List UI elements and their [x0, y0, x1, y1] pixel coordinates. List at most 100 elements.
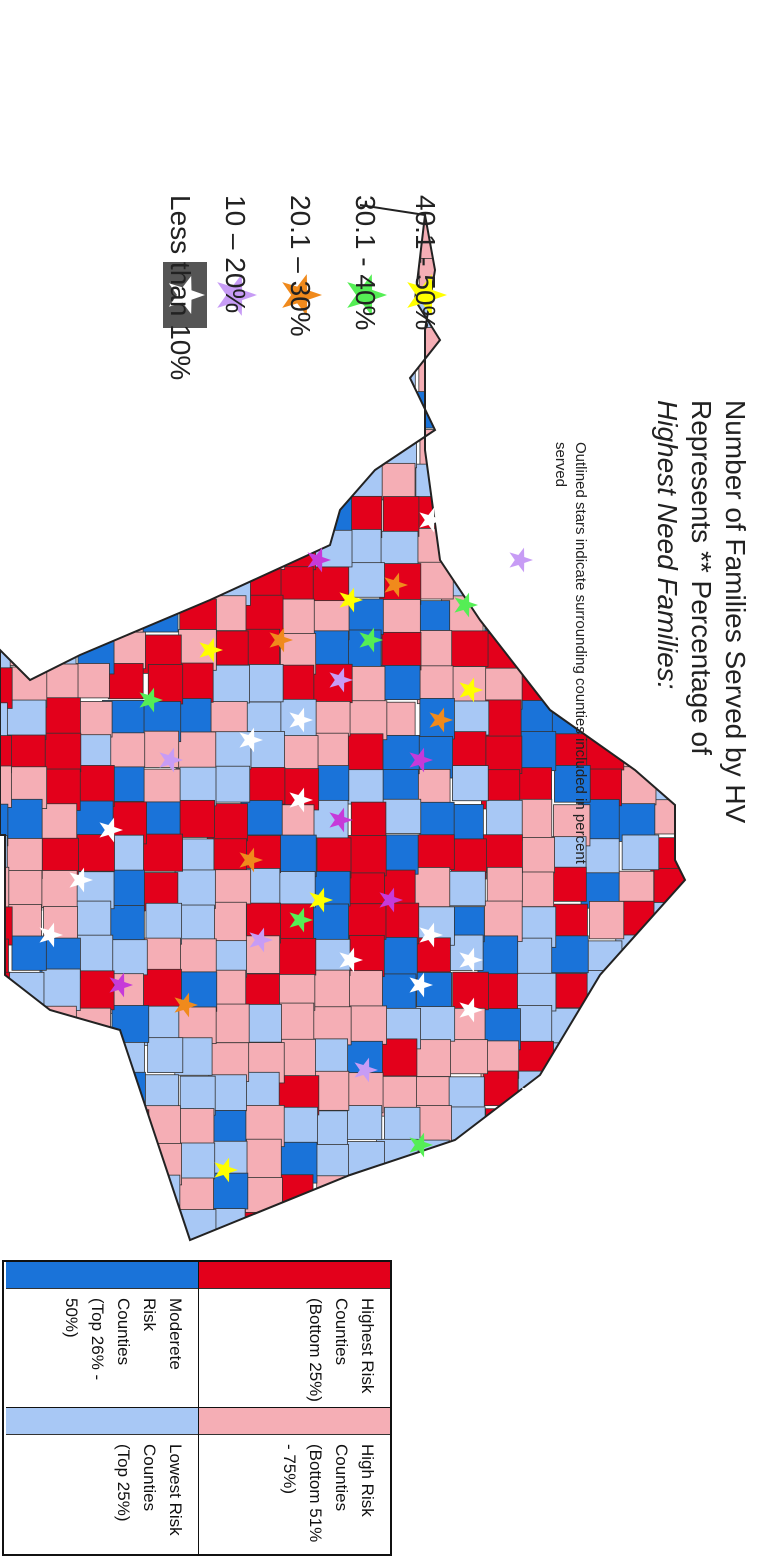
county-cell [417, 834, 455, 870]
county-cell [346, 903, 387, 940]
county-cell [0, 294, 13, 337]
county-cell [0, 595, 12, 633]
county-cell [143, 768, 181, 806]
swatch-moderate [6, 1262, 198, 1289]
county-cell [481, 425, 518, 466]
county-cell [310, 701, 351, 737]
county-cell [143, 1105, 181, 1148]
county-cell [380, 798, 422, 834]
county-cell [45, 1208, 82, 1240]
county-cell [40, 322, 79, 362]
county-cell [36, 870, 78, 909]
county-cell [648, 1004, 685, 1045]
county-cell [78, 595, 115, 637]
county-cell [483, 900, 523, 942]
county-cell [551, 1108, 588, 1149]
county-cell [239, 462, 280, 498]
county-cell [446, 326, 487, 367]
county-cell [481, 1143, 520, 1187]
county-cell [245, 362, 285, 401]
county-cell [0, 1004, 9, 1043]
county-cell [207, 394, 249, 430]
county-cell [172, 460, 212, 501]
county-cell [451, 1241, 487, 1279]
county-cell [6, 426, 42, 468]
county-cell [309, 1209, 353, 1240]
county-cell [105, 358, 148, 395]
county-cell [41, 497, 80, 536]
county-cell [0, 735, 13, 774]
county-cell [3, 1208, 42, 1240]
county-cell [112, 223, 148, 262]
county-cell [246, 1138, 282, 1181]
county-cell [109, 564, 149, 601]
county-cell [343, 970, 383, 1009]
county-cell [481, 1173, 520, 1216]
county-cell [279, 424, 319, 463]
county-cell [584, 1042, 621, 1079]
county-cell [313, 391, 353, 429]
county-cell [448, 1106, 486, 1145]
county-cell [483, 291, 522, 327]
county-cell [74, 291, 116, 328]
county-cell [6, 259, 48, 296]
county-cell [649, 205, 685, 228]
county-cell [583, 1003, 624, 1042]
county-cell [75, 564, 113, 607]
county-cell [657, 938, 685, 976]
county-cell [76, 701, 113, 738]
risk-legend-highest: Highest Risk Counties (Bottom 25%) [198, 1262, 390, 1408]
county-cell [76, 1040, 112, 1081]
county-cell [311, 424, 348, 468]
county-cell [346, 1141, 385, 1184]
county-cell [0, 395, 11, 435]
county-cell [588, 205, 624, 222]
county-cell [212, 325, 251, 368]
legend-row-less-10: Less than 10% [145, 195, 215, 380]
county-cell [111, 459, 148, 501]
county-cell [73, 1105, 116, 1149]
county-cell [649, 357, 685, 396]
county-cell [146, 394, 184, 431]
county-cell [32, 1037, 76, 1080]
county-cell [178, 838, 215, 875]
county-cell [244, 427, 283, 468]
county-cell [619, 260, 657, 303]
legend-star-white-icon [163, 262, 207, 328]
county-cell [487, 359, 523, 399]
county-cell [475, 497, 518, 536]
county-cell [577, 1209, 620, 1240]
county-cell [650, 1245, 691, 1282]
risk-label-high: High Risk Counties (Bottom 51% - 75%) [280, 1444, 377, 1543]
county-cell [109, 532, 147, 568]
county-cell [241, 396, 283, 433]
county-cell [586, 1072, 624, 1109]
swatch-lowest [6, 1408, 198, 1435]
county-cell [620, 1241, 658, 1279]
county-cell [36, 529, 77, 567]
county-cell [0, 427, 11, 465]
county-cell [213, 869, 252, 905]
county-cell [346, 835, 387, 877]
county-cell [547, 293, 586, 331]
county-cell [554, 765, 591, 803]
county-cell [112, 1173, 148, 1213]
county-cell [651, 221, 685, 261]
county-cell [281, 1106, 318, 1145]
county-cell [213, 1003, 250, 1044]
county-cell [0, 565, 12, 605]
county-cell [445, 1144, 488, 1186]
county-cell [646, 322, 685, 360]
county-cell [138, 563, 181, 606]
county-cell [175, 1108, 215, 1145]
county-cell [0, 493, 42, 529]
county-cell [278, 460, 318, 501]
county-cell [37, 566, 78, 602]
county-cell [41, 968, 81, 1012]
county-cell [8, 1003, 44, 1046]
county-cell [652, 1073, 685, 1112]
county-cell [649, 970, 685, 1012]
county-cell [550, 395, 588, 437]
